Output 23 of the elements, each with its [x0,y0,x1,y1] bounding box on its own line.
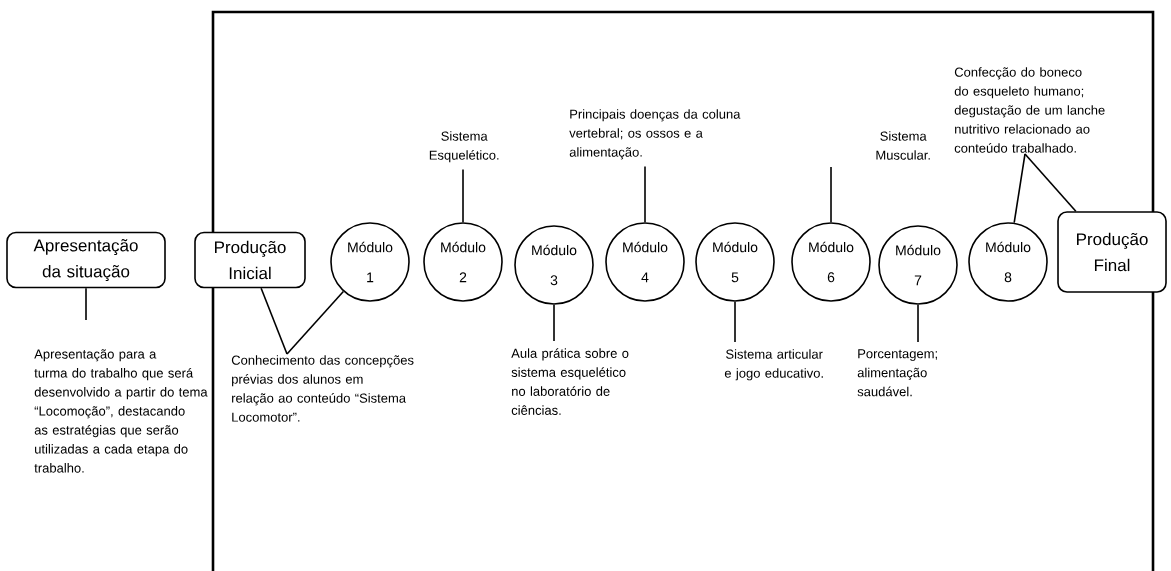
annotation-text: Sistema Esquelético. [429,131,499,163]
leader-line [462,168,464,223]
process-box: Produção Final [1057,211,1167,293]
annotation-text: Conhecimento das concepções prévias dos alunos em relação ao conteúdo “Sistema Locomotor”. [231,355,414,422]
annotation-text: Confecção do boneco do esqueleto humano; degustação de um lanche nutritivo relacionado ao conteúdo trabalhado. [954,67,1105,153]
process-box: Produção Inicial [194,231,306,289]
annotation-text: Aula prática sobre o sistema esquelético no laboratório de ciências. [511,348,629,415]
leader-line [734,301,736,343]
annotation-text: Apresentação para a turma do trabalho que será desenvolvido a partir do tema “Locomoção”, destacando as estratégias que serão utilizadas a cada etapa do trabalho. [34,349,208,473]
process-box: Apresentação da situação [6,231,166,289]
leader-line [1013,153,1026,224]
leader-line [830,166,832,223]
annotation-text: Sistema articular e jogo educativo. [724,349,823,381]
annotation-text: Porcentagem; alimentação saudável. [857,349,937,397]
leader-line [85,287,87,321]
leader-line [286,290,345,355]
leader-line [644,165,646,223]
leader-line [260,287,288,355]
annotation-text: Principais doenças da coluna vertebral; os ossos e a alimentação. [569,109,741,160]
annotation-text: Sistema Muscular. [876,131,930,160]
leader-line [1024,153,1077,212]
leader-line [917,304,919,343]
leader-line [553,304,555,342]
